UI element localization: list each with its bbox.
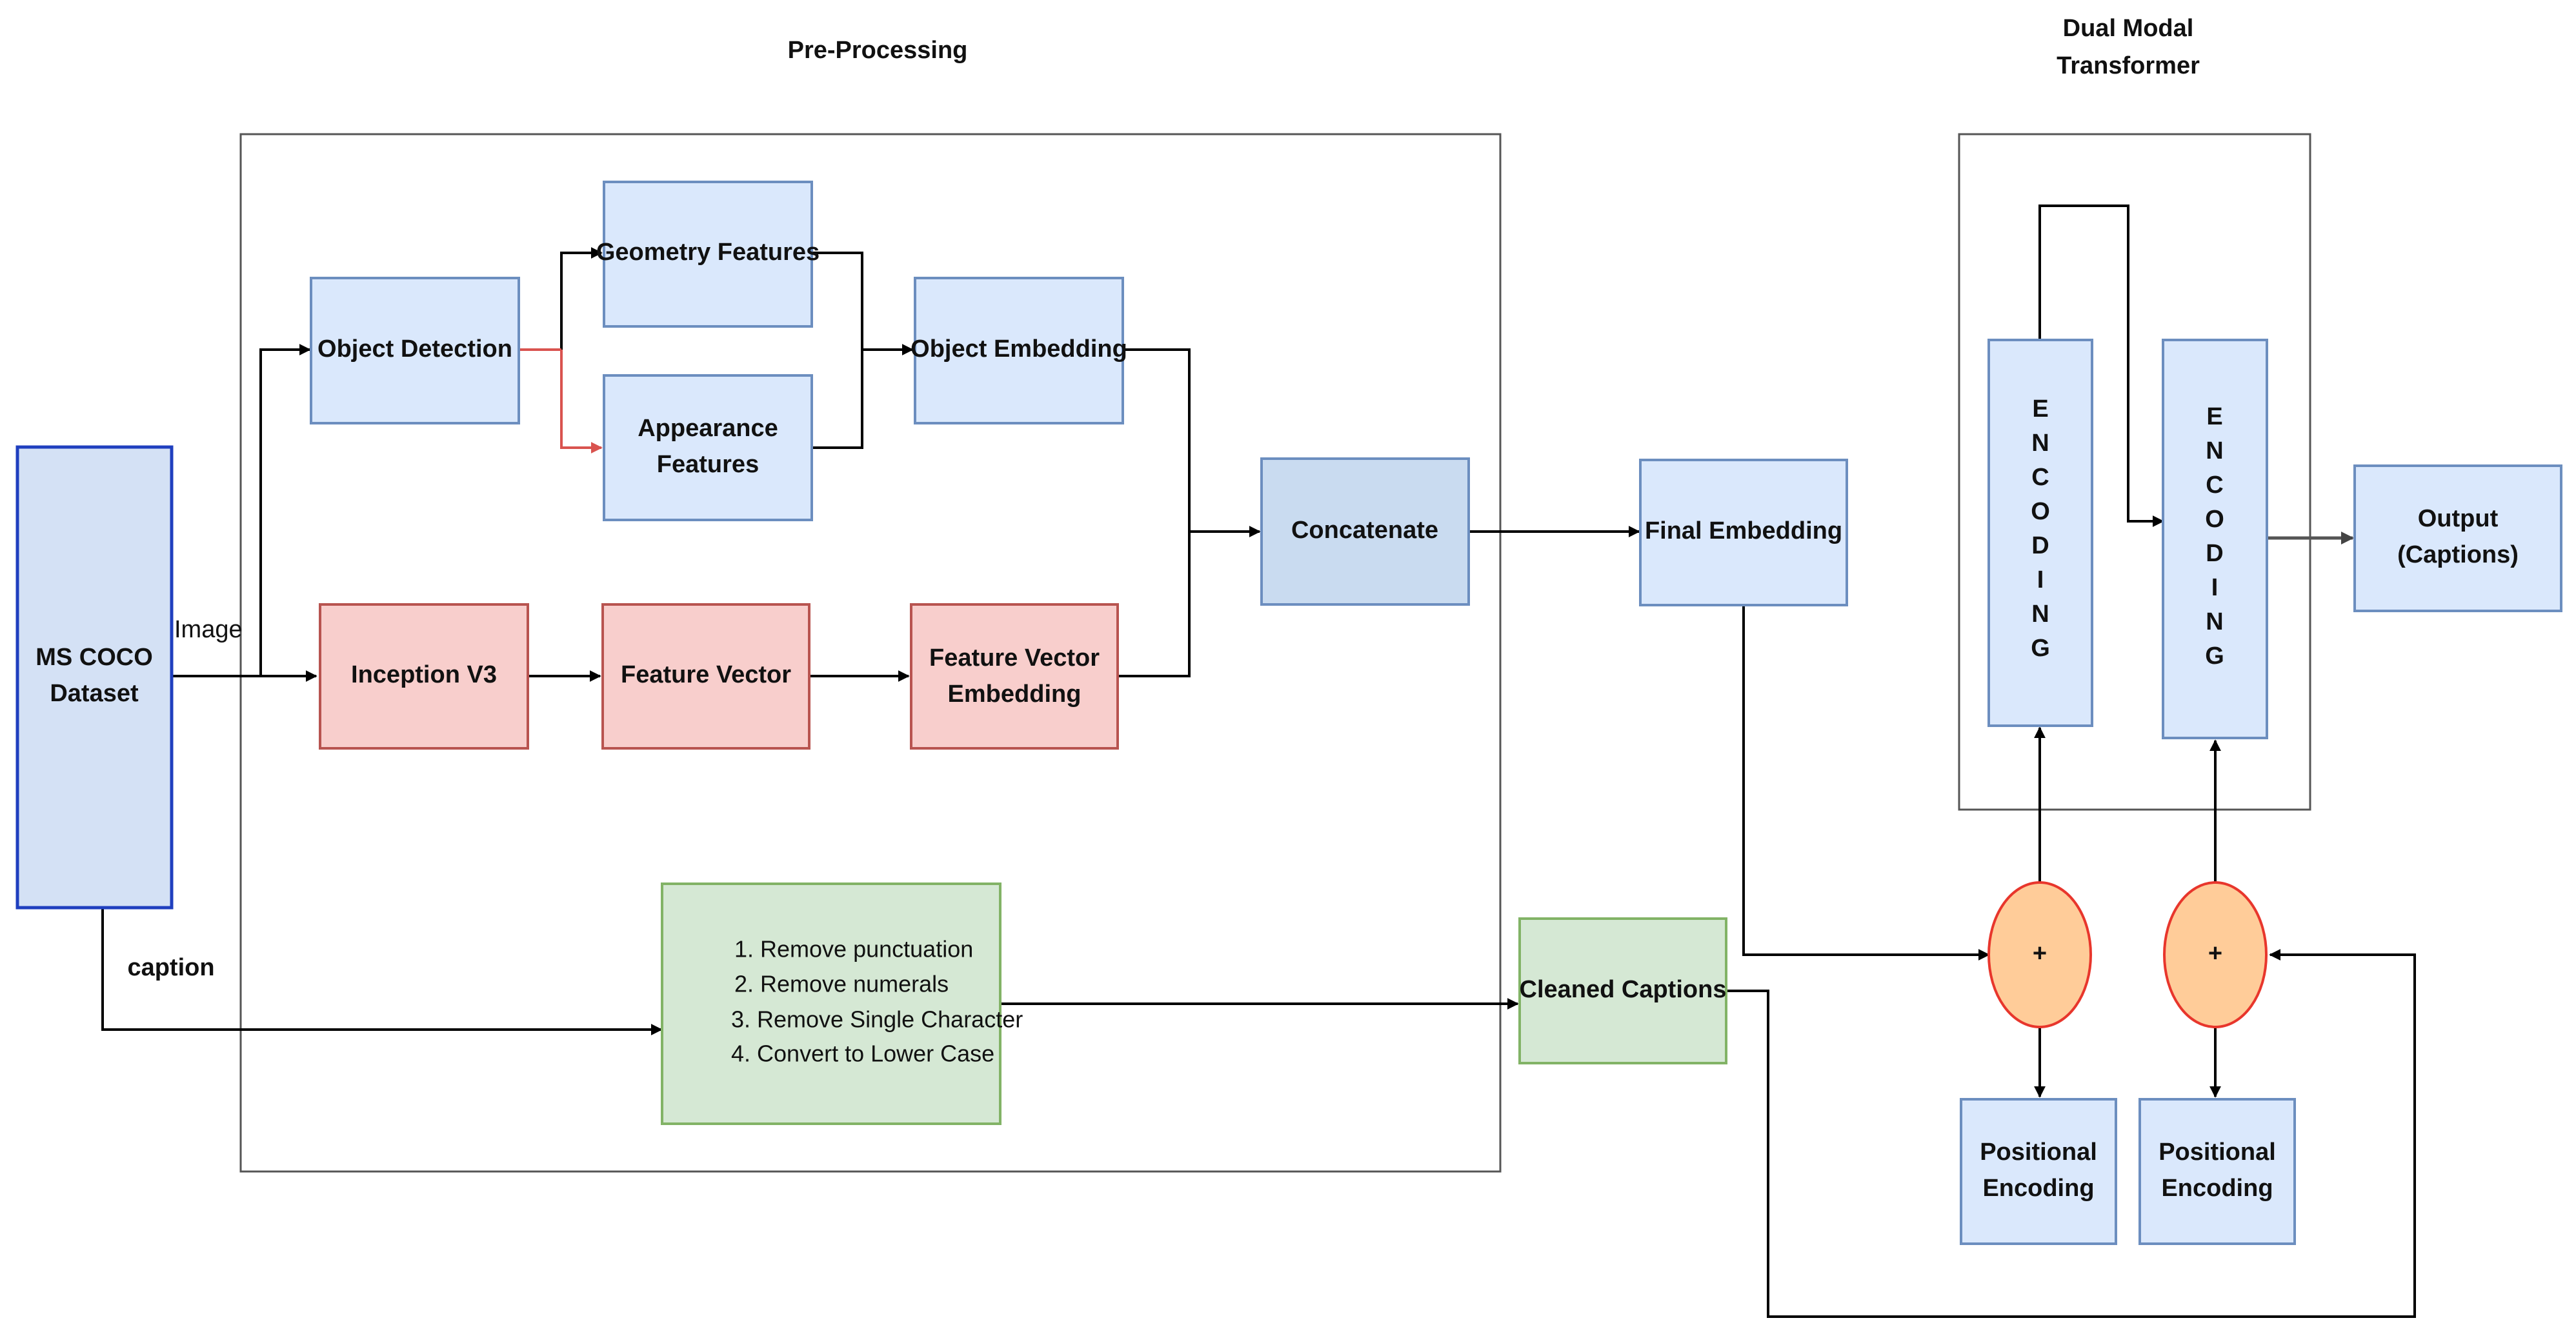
cleaned-captions-node: Cleaned Captions — [1518, 917, 1727, 1064]
appearance-features-node: Appearance Features — [603, 374, 813, 521]
edge-detection-appearance — [560, 350, 603, 454]
encoding-2-letter-8: G — [2205, 643, 2224, 670]
svg-text:Embedding: Embedding — [948, 681, 1082, 708]
pre-processing-frame — [239, 133, 1502, 1173]
encoding-2-letter-7: N — [2206, 608, 2223, 635]
feature-vector-node: Feature Vector — [601, 603, 810, 750]
cleaning-step-3: 3. Remove Single Character — [731, 1006, 1023, 1033]
edge-detection-geometry — [519, 247, 603, 351]
pre-processing-title: Pre-Processing — [788, 37, 968, 64]
svg-text:Geometry Features: Geometry Features — [596, 239, 820, 266]
edge-final-embedding-adder1 — [1742, 605, 1990, 961]
encoding-2-letter-1: E — [2206, 403, 2222, 430]
concatenate-node: Concatenate — [1260, 457, 1470, 606]
adder-plus-1: + — [2033, 940, 2047, 967]
encoding-2-letter-4: O — [2205, 506, 2224, 533]
output-captions-node: Output (Captions) — [2353, 464, 2562, 612]
object-embedding-node: Object Embedding — [911, 277, 1127, 424]
svg-text:Object Detection: Object Detection — [317, 335, 512, 363]
cleaning-step-4: 4. Convert to Lower Case — [731, 1041, 994, 1067]
encoding-2-letter-2: N — [2206, 437, 2223, 464]
edge-dataset-object-detection — [259, 344, 311, 676]
dataset-label-line2: Dataset — [50, 680, 139, 707]
connectors — [101, 204, 2416, 1318]
edge-dataset-cleaning — [101, 908, 663, 1035]
svg-text:Encoding: Encoding — [2161, 1175, 2273, 1202]
svg-text:Concatenate: Concatenate — [1291, 517, 1438, 544]
inception-v3-node: Inception V3 — [319, 603, 529, 750]
transformer-title-line1: Dual Modal — [2063, 15, 2194, 42]
svg-text:Encoding: Encoding — [1982, 1175, 2094, 1202]
adder-node-1: + — [1987, 881, 2092, 1028]
encoding-2-letter-5: D — [2206, 540, 2223, 567]
caption-edge-label: caption — [127, 954, 214, 981]
svg-text:Cleaned Captions: Cleaned Captions — [1520, 976, 1727, 1003]
encoding-1-letter-5: D — [2031, 532, 2049, 559]
object-detection-node: Object Detection — [310, 277, 520, 424]
cleaning-step-2: 2. Remove numerals — [734, 971, 949, 997]
caption-cleaning-node: 1. Remove punctuation 2. Remove numerals… — [661, 882, 1023, 1125]
svg-text:Positional: Positional — [2158, 1139, 2276, 1166]
encoding-1-letter-2: N — [2031, 430, 2049, 457]
edge-appearance-object-embedding — [812, 350, 863, 449]
encoding-1-letter-4: O — [2031, 498, 2050, 525]
svg-text:Appearance: Appearance — [638, 415, 778, 442]
svg-text:Positional: Positional — [1980, 1139, 2097, 1166]
encoding-2-letter-6: I — [2211, 574, 2219, 601]
ms-coco-dataset-node: MS COCO Dataset — [15, 445, 174, 910]
svg-text:Feature Vector: Feature Vector — [929, 644, 1100, 672]
adder-node-2: + — [2163, 881, 2268, 1028]
svg-text:(Captions): (Captions) — [2397, 541, 2519, 568]
svg-text:Output: Output — [2418, 505, 2499, 532]
positional-encoding-node-2: Positional Encoding — [2138, 1098, 2296, 1245]
svg-text:Object Embedding: Object Embedding — [911, 335, 1127, 363]
cleaning-step-1: 1. Remove punctuation — [734, 936, 973, 962]
transformer-frame — [1958, 133, 2311, 811]
encoding-1-letter-3: C — [2031, 464, 2049, 491]
encoding-1-letter-6: I — [2037, 566, 2044, 593]
svg-text:Feature Vector: Feature Vector — [621, 661, 791, 688]
encoding-1-letter-7: N — [2031, 601, 2049, 628]
svg-text:Inception V3: Inception V3 — [351, 661, 497, 688]
positional-encoding-node-1: Positional Encoding — [1960, 1098, 2117, 1245]
edge-object-embedding-concatenate — [1123, 348, 1261, 537]
feature-vector-embedding-node: Feature Vector Embedding — [910, 603, 1119, 750]
dataset-label-line1: MS COCO — [35, 644, 153, 671]
svg-text:Features: Features — [657, 451, 759, 478]
edge-encoding1-encoding2 — [2038, 204, 2164, 527]
edge-fve-concatenate — [1118, 532, 1191, 677]
encoding-2-letter-3: C — [2206, 472, 2223, 499]
final-embedding-node: Final Embedding — [1639, 459, 1848, 606]
adder-plus-2: + — [2208, 940, 2222, 967]
geometry-features-node: Geometry Features — [596, 181, 820, 328]
svg-text:Final Embedding: Final Embedding — [1645, 517, 1842, 544]
transformer-title-line2: Transformer — [2057, 52, 2200, 79]
image-edge-label: Image — [174, 616, 243, 643]
edge-cleaned-captions-adder2 — [1726, 949, 2416, 1318]
encoding-1-letter-1: E — [2032, 395, 2048, 423]
encoding-1-letter-8: G — [2031, 635, 2050, 662]
edge-geometry-object-embedding — [812, 252, 914, 355]
